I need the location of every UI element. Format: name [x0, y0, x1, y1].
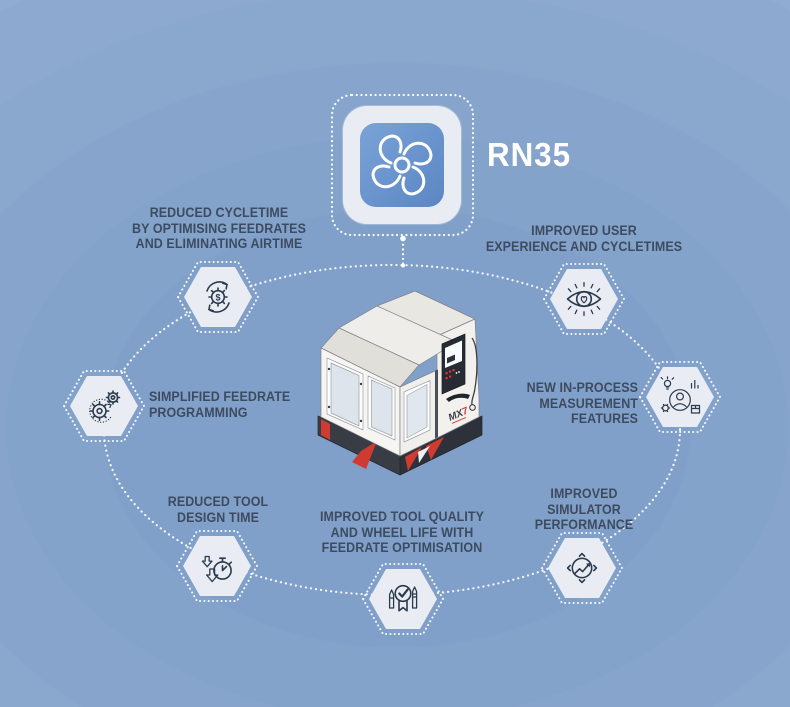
hexagon-simulator: [541, 532, 623, 604]
hexagon-tool-quality: [362, 563, 444, 635]
stopwatch-down-arrows-icon: [201, 555, 232, 583]
connector-dot-bottom: [401, 263, 405, 268]
product-badge: [343, 106, 461, 224]
award-check-tools-icon: [388, 584, 418, 612]
machine-base-stripes: [321, 419, 444, 471]
gears-icon: [89, 390, 121, 423]
hexagon-tool-design-time: [176, 530, 258, 602]
person-analytics-icon: [660, 376, 701, 414]
connector-dot-top: [400, 235, 406, 242]
hexagon-user-experience: [543, 263, 625, 335]
hexagon-reduced-cycletime: $: [177, 261, 259, 333]
pendant-cable: [471, 337, 478, 406]
cycle-gear-currency-icon: $: [206, 281, 230, 313]
machine-illustration: MX7: [317, 290, 483, 476]
eye-heart-icon: [566, 281, 602, 317]
hexagon-feedrate-programming: [63, 370, 145, 442]
hexagon-measurement: [639, 361, 721, 433]
badge-dotted-frame: [330, 93, 475, 237]
machine-logo: MX7: [447, 405, 471, 424]
machine-windows: [326, 357, 431, 443]
product-name: RN35: [487, 136, 571, 173]
gauge-growth-arrow-icon: [566, 552, 598, 584]
impeller-swirl-icon: [371, 134, 433, 196]
product-badge-tile: [360, 123, 444, 207]
machine-control-panel: [441, 333, 478, 411]
svg-text:$: $: [215, 292, 220, 302]
